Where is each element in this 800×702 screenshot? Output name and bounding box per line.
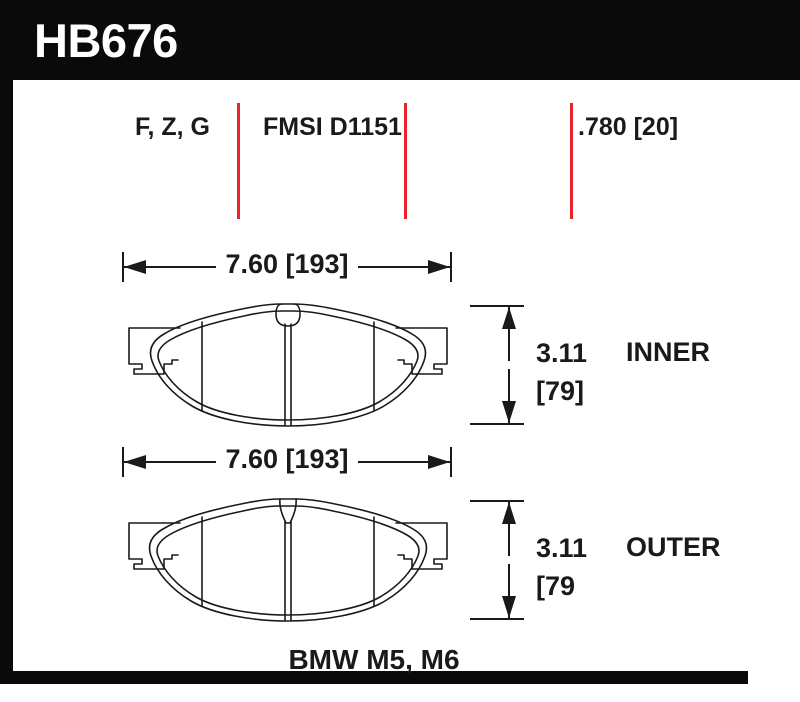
fmsi-number-value: FMSI D1151: [263, 113, 402, 141]
thickness-value: .780 [20]: [578, 113, 679, 141]
pad-body-inner-contour: [158, 311, 418, 420]
dimension-tick-top: [470, 500, 524, 502]
vehicle-application-caption: BMW M5, M6: [288, 644, 460, 675]
pad-body-outer-contour: [151, 304, 426, 426]
inner-pad-drawing: [112, 298, 464, 430]
right-tab-outline: [396, 523, 447, 569]
dimension-shaft-bottom: [508, 369, 510, 423]
inner-pad-height-value: 3.11: [536, 338, 588, 368]
arrow-right-icon: [428, 455, 450, 469]
top-center-notch: [276, 304, 300, 326]
arrow-right-icon: [428, 260, 450, 274]
outer-pad-width-label: 7.60 [193]: [218, 443, 356, 476]
page-title: HB676: [34, 14, 178, 67]
dimension-tick-bottom: [470, 423, 524, 425]
dimension-shaft-left: [124, 266, 216, 268]
arrow-left-icon: [124, 455, 146, 469]
frame-left-border: [0, 80, 13, 684]
dimension-tick-top: [470, 305, 524, 307]
outer-pad-side-label: OUTER: [626, 532, 721, 562]
dimension-shaft-top: [508, 502, 510, 556]
outer-pad-width-dimension: 7.60 [193]: [122, 443, 452, 477]
dimension-tick-left: [122, 447, 124, 477]
arrow-down-icon: [502, 596, 516, 618]
dimension-shaft-right: [358, 266, 450, 268]
pad-body-inner-contour: [157, 506, 419, 615]
inner-pad-height-metric: [79]: [536, 376, 585, 406]
inner-pad-height-dimension: [470, 305, 524, 425]
left-tab-outline: [129, 328, 180, 374]
header-band: [0, 0, 800, 80]
dimension-shaft-left: [124, 461, 216, 463]
outer-pad-drawing: [112, 493, 464, 625]
dimension-tick-bottom: [470, 618, 524, 620]
dimension-shaft-right: [358, 461, 450, 463]
pad-body-outer-contour: [150, 499, 427, 621]
inner-pad-width-dimension: 7.60 [193]: [122, 248, 452, 282]
left-tab-outline: [129, 523, 180, 569]
spec-divider-1: [237, 103, 240, 219]
arrow-up-icon: [502, 307, 516, 329]
arrow-down-icon: [502, 401, 516, 423]
compound-grade-value: F, Z, G: [135, 113, 210, 141]
outer-pad-height-metric: [79: [536, 571, 576, 601]
arrow-left-icon: [124, 260, 146, 274]
dimension-tick-right: [450, 252, 452, 282]
inner-pad-width-label: 7.60 [193]: [218, 248, 356, 281]
dimension-shaft-top: [508, 307, 510, 361]
dimension-shaft-bottom: [508, 564, 510, 618]
outer-pad-height-dimension: [470, 500, 524, 620]
dimension-tick-right: [450, 447, 452, 477]
dimension-tick-left: [122, 252, 124, 282]
outer-pad-height-value: 3.11: [536, 533, 588, 563]
top-center-notch: [280, 499, 296, 523]
arrow-up-icon: [502, 502, 516, 524]
inner-pad-side-label: INNER: [626, 337, 711, 367]
frame-bottom-border: [0, 671, 748, 684]
right-tab-outline: [396, 328, 447, 374]
spec-divider-2: [404, 103, 407, 219]
spec-divider-3: [570, 103, 573, 219]
